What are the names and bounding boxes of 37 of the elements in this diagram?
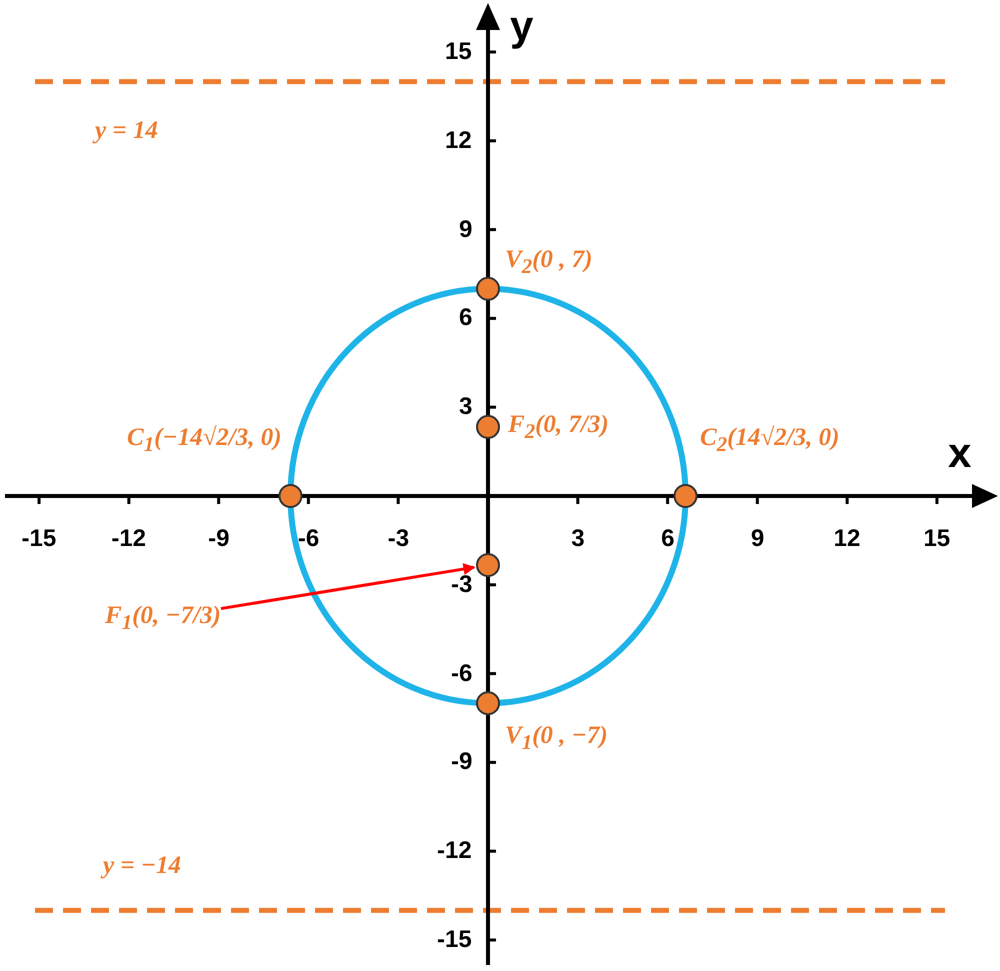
tick-label: -3: [451, 572, 472, 597]
point-marker: [476, 276, 500, 301]
tick-label: -9: [451, 750, 472, 774]
point-label: F$_{1}$(0, −7/3): [105, 603, 221, 633]
tick-label: 6: [459, 306, 472, 330]
point-label: V$_{2}$(0 , 7): [505, 247, 593, 277]
point-marker: [476, 553, 500, 578]
tick-label: 15: [445, 40, 472, 64]
point-marker: [476, 414, 500, 439]
point-label: C$_{2}$(14√2/3, 0): [700, 425, 840, 455]
tick-label: -6: [298, 527, 320, 551]
arrow: [220, 563, 476, 610]
tick-label: -15: [437, 928, 472, 952]
axis-label: y: [510, 5, 534, 47]
point-marker: [476, 691, 500, 716]
tick-label: 15: [923, 527, 950, 551]
tick-label: 12: [445, 128, 472, 153]
point-marker: [278, 484, 302, 508]
line-label: y = 14: [95, 118, 158, 142]
axis-label: x: [948, 432, 972, 474]
tick-label: 9: [750, 527, 764, 551]
point-label: V$_{1}$(0 , −7): [505, 723, 608, 753]
tick-label: -12: [437, 839, 472, 864]
point-label: C$_{1}$(−14√2/3, 0): [127, 425, 282, 455]
point-marker: [674, 484, 698, 508]
line-label: y = −14: [103, 852, 181, 878]
tick-label: -12: [111, 527, 146, 551]
tick-label: 3: [459, 395, 472, 420]
tick-label: 6: [661, 527, 674, 551]
tick-label: -3: [388, 527, 410, 551]
tick-label: -9: [208, 527, 230, 551]
tick-label: -15: [22, 527, 56, 551]
tick-label: 9: [459, 218, 472, 242]
tick-label: -6: [451, 662, 472, 686]
point-label: F$_{2}$(0, 7/3): [508, 412, 609, 442]
tick-label: 12: [834, 527, 860, 551]
tick-label: 3: [571, 527, 585, 551]
